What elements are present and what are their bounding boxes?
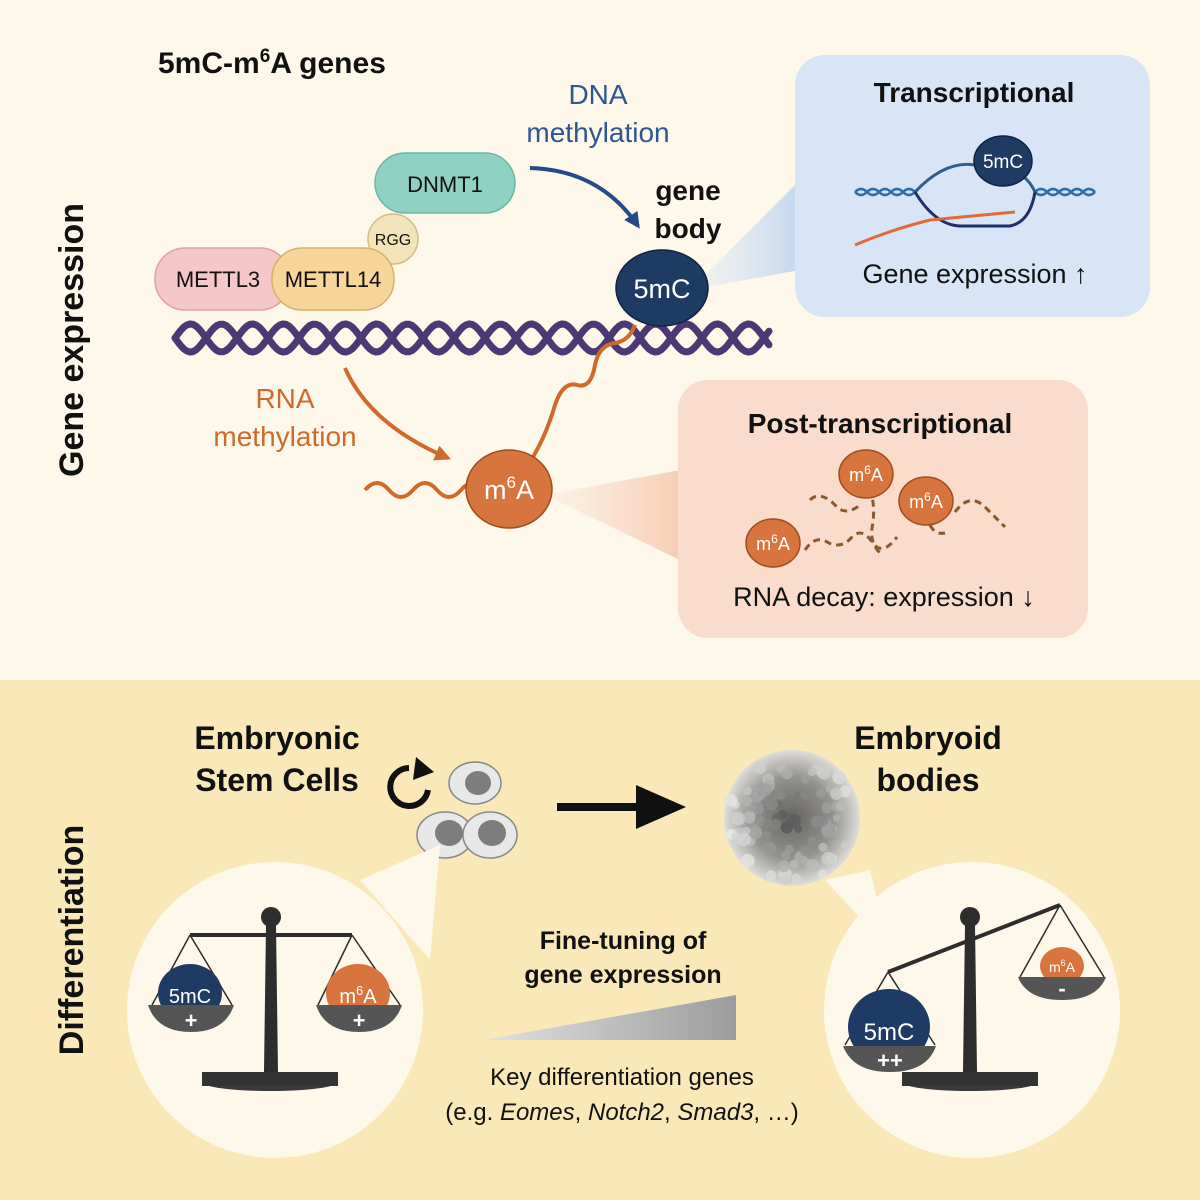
- esc-scale-5mc-label: 5mC: [169, 986, 211, 1008]
- transcriptional-caption: Gene expression ↑: [862, 259, 1087, 289]
- eb-scale-left-pan: [843, 1046, 936, 1072]
- eb-scale-5mc-label: 5mC: [864, 1019, 915, 1046]
- decay-m6a-mark-2: [838, 449, 894, 499]
- embryoid-body: [724, 750, 860, 886]
- key-genes-line2: (e.g. Eomes, Notch2, Smad3, …): [445, 1099, 799, 1126]
- decay-m6a-label-1: m6A: [756, 532, 790, 554]
- key-genes-line1: Key differentiation genes: [490, 1064, 754, 1091]
- eb-scale-m6a-mark: [1040, 947, 1084, 985]
- rgg-domain: [367, 213, 419, 265]
- esc-scale-left-pan: [148, 1005, 234, 1032]
- rna-methylation-label-line1: RNA: [255, 383, 314, 414]
- post-transcriptional-callout-pointer: [545, 470, 680, 560]
- side-label-gene-expression: Gene expression: [53, 203, 91, 477]
- dna-methylation-arrow: [529, 166, 640, 229]
- embryonic-stem-cells: [416, 761, 518, 859]
- finetune-label-line2: gene expression: [524, 961, 721, 989]
- esc-zoom-pointer: [360, 845, 440, 960]
- post-transcriptional-box: [678, 380, 1088, 638]
- esc-scale-right-pan: [316, 1005, 402, 1032]
- rna-m6a-label: m6A: [484, 473, 534, 505]
- tilted-scale-eb: [844, 903, 1105, 1091]
- gene-body-5mc-mark: [615, 249, 709, 327]
- transcriptional-callout-pointer: [690, 180, 800, 290]
- decay-m6a-label-3: m6A: [909, 490, 943, 512]
- transcriptional-box: [795, 55, 1150, 317]
- post-transcriptional-title: Post-transcriptional: [748, 408, 1012, 439]
- gene-body-5mc-label: 5mC: [633, 274, 690, 304]
- esc-scale-m6a-label: m6A: [339, 983, 377, 1008]
- decayed-rna-fragments: [803, 487, 1007, 555]
- esc-scale-left-sign: +: [185, 1008, 198, 1033]
- balanced-scale-esc: [151, 907, 401, 1091]
- dnmt1-protein: [374, 152, 516, 214]
- mettl14-protein: [271, 247, 395, 311]
- side-label-differentiation: Differentiation: [53, 825, 91, 1055]
- dnmt1-label: DNMT1: [407, 172, 483, 197]
- rna-m6a-mark: [465, 449, 553, 529]
- dna-methylation-label-line2: methylation: [526, 117, 669, 148]
- mettl14-label: METTL14: [285, 267, 382, 292]
- post-transcriptional-caption: RNA decay: expression ↓: [733, 582, 1035, 612]
- decay-m6a-label-2: m6A: [849, 463, 883, 485]
- eb-scale-m6a-label: m6A: [1049, 958, 1076, 975]
- eb-scale-right-pan: [1018, 977, 1106, 1000]
- esc-label-line2: Stem Cells: [195, 762, 359, 798]
- rna-methylation-arrow: [343, 367, 451, 461]
- dna-double-helix: [171, 320, 773, 356]
- esc-label-line1: Embryonic: [194, 720, 359, 756]
- self-renewal-icon: [387, 757, 434, 809]
- transcriptional-title: Transcriptional: [874, 77, 1075, 108]
- gene-body-label-line2: body: [655, 213, 722, 244]
- differentiation-arrow-head: [636, 785, 686, 829]
- dna-methylation-label-line1: DNA: [568, 79, 627, 110]
- rna-methylation-label-line2: methylation: [213, 421, 356, 452]
- gene-body-label-line1: gene: [655, 175, 720, 206]
- rgg-label: RGG: [375, 232, 411, 249]
- rna-strand-upper: [523, 324, 637, 472]
- finetune-label-line1: Fine-tuning of: [540, 927, 707, 955]
- transcriptional-5mc-label: 5mC: [983, 152, 1023, 173]
- esc-scale-right-sign: +: [353, 1008, 366, 1033]
- decay-m6a-mark-3: [898, 476, 954, 526]
- transcriptional-5mc-mark: [973, 135, 1033, 187]
- mettl3-label: METTL3: [176, 267, 260, 292]
- decay-m6a-mark-1: [745, 518, 801, 568]
- eb-label-line1: Embryoid: [854, 720, 1002, 756]
- finetune-gradient-wedge: [483, 995, 736, 1040]
- top-title: 5mC-m6A genes: [158, 46, 386, 80]
- eb-label-line2: bodies: [876, 762, 979, 798]
- eb-scale-left-sign: ++: [877, 1048, 903, 1073]
- eb-scale-right-sign: -: [1058, 976, 1065, 1001]
